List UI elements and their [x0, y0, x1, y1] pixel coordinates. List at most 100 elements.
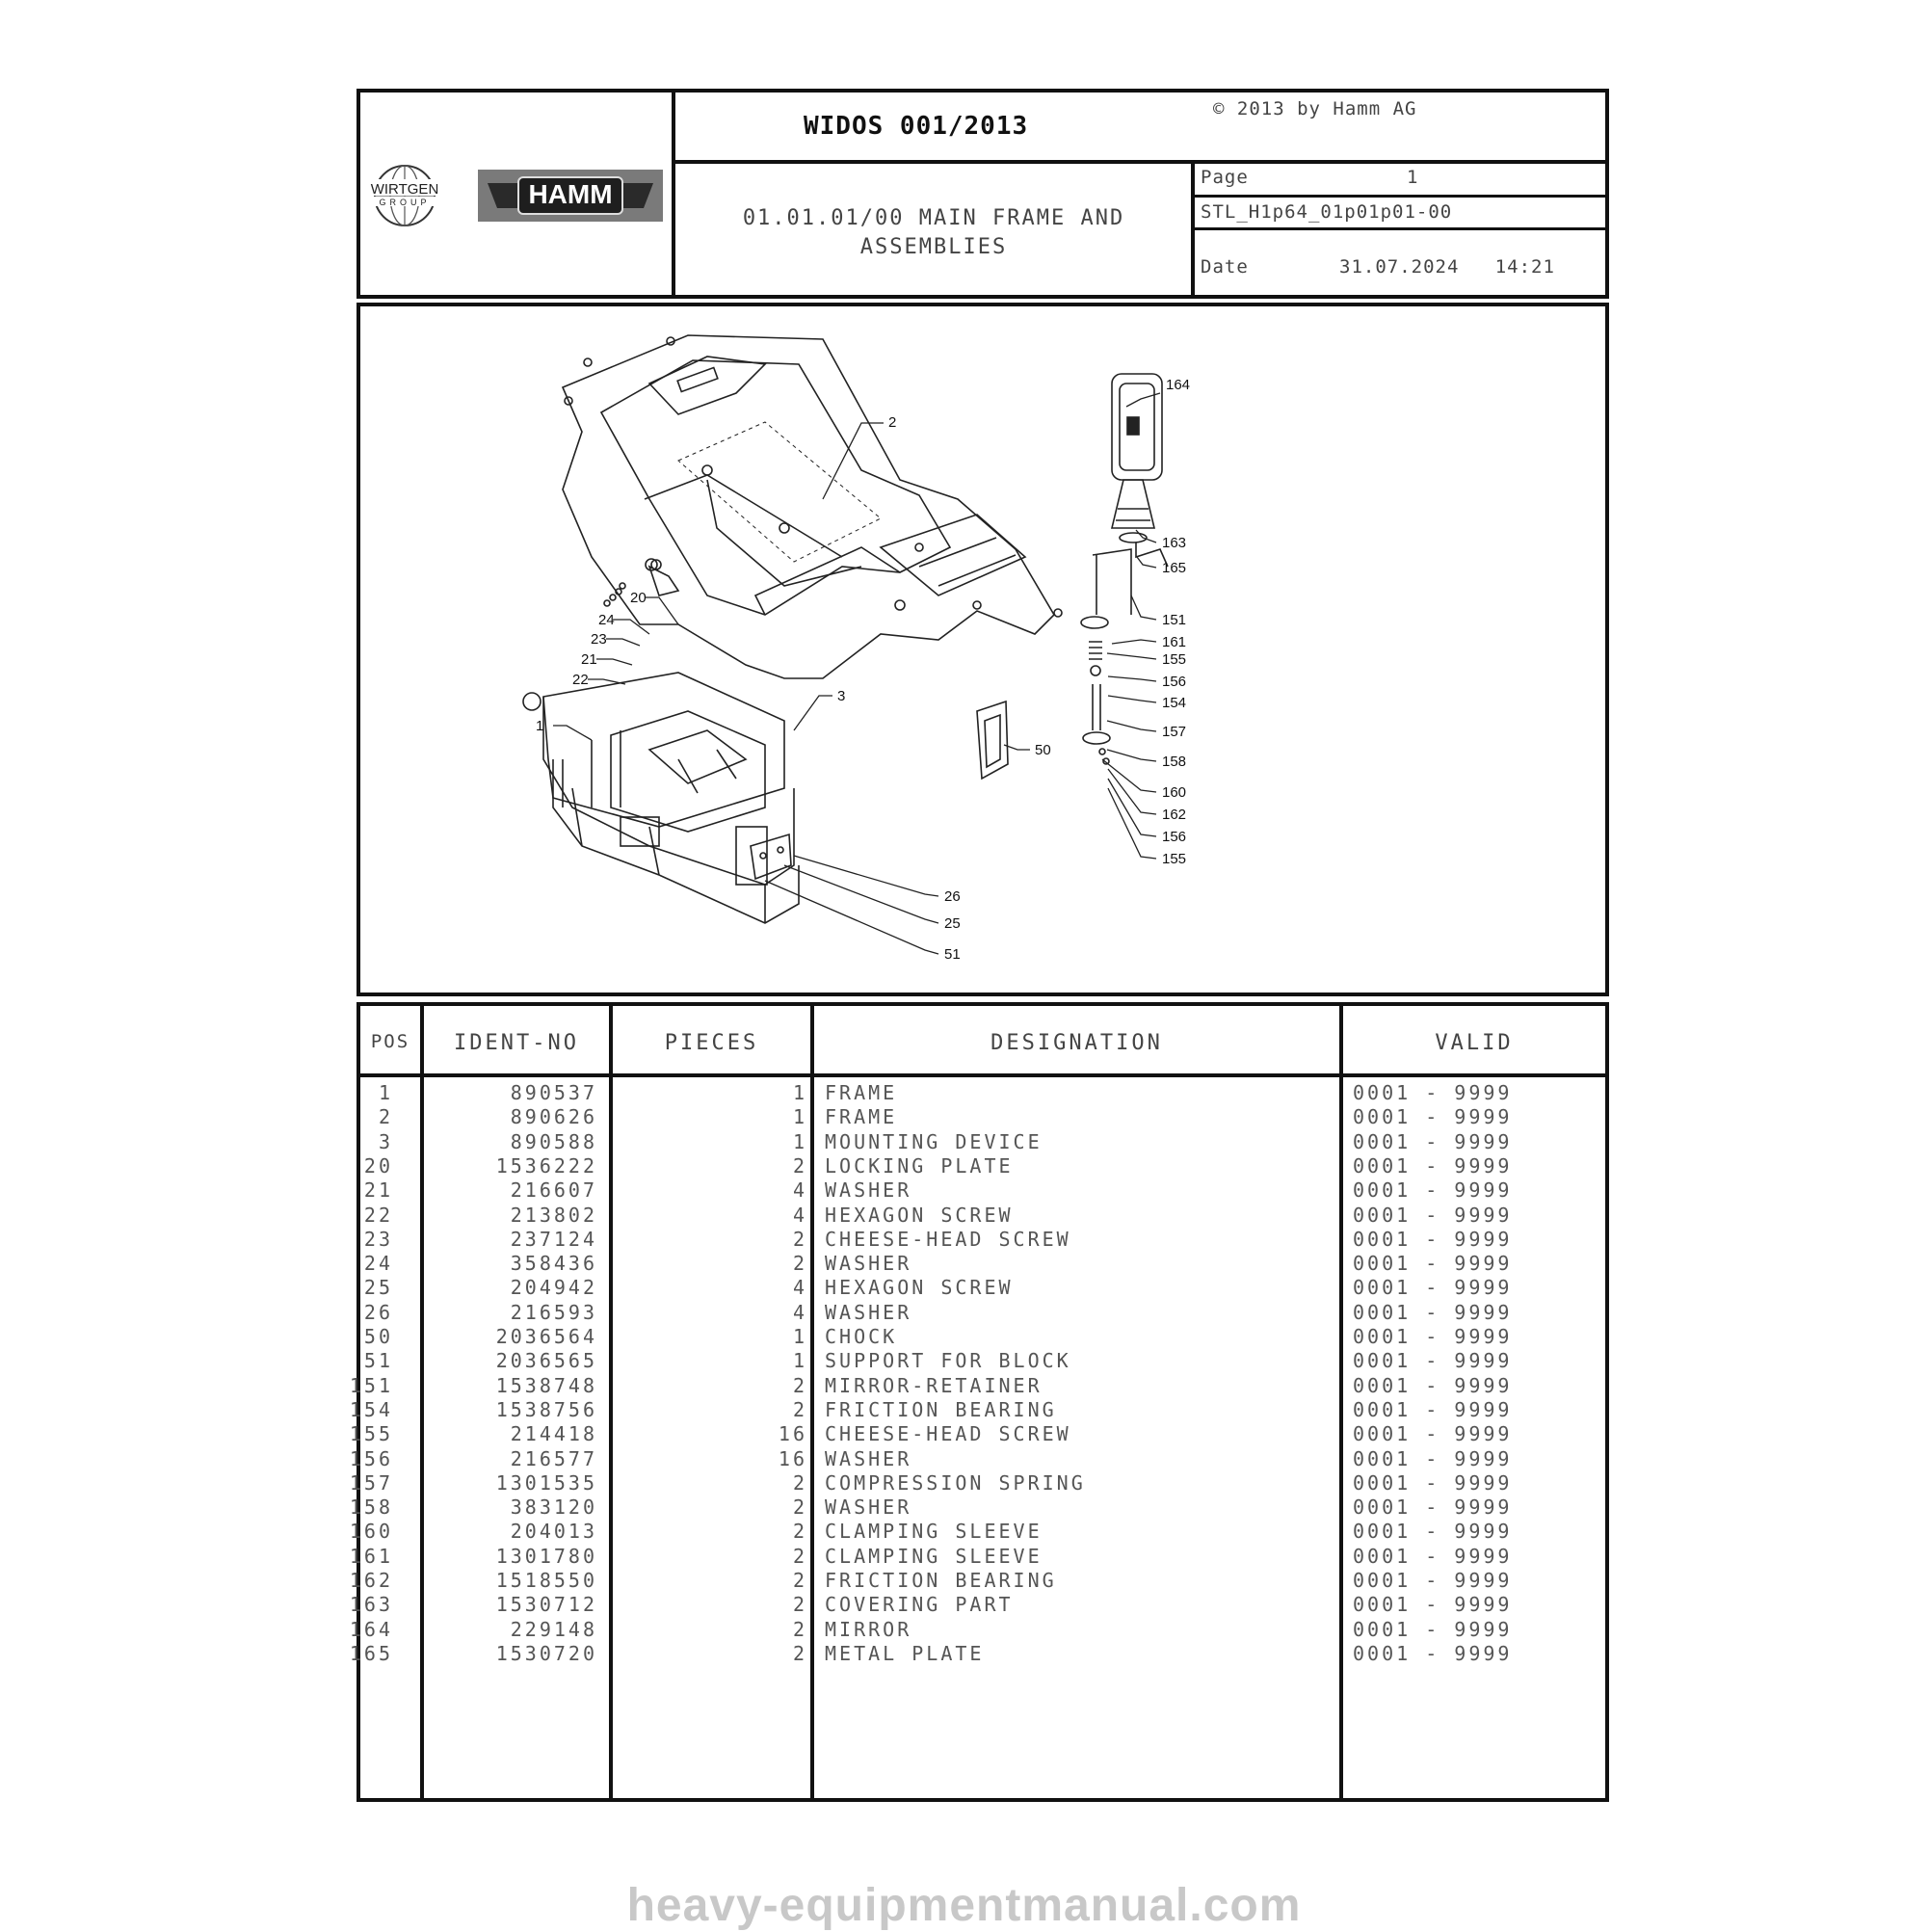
row-pos: 50 [363, 1325, 393, 1348]
row-pos: 21 [363, 1178, 393, 1203]
row-designation: WASHER [825, 1252, 912, 1276]
row-pieces: 1 [792, 1325, 807, 1348]
callout-21: 21 [581, 651, 597, 668]
row-pos: 1 [378, 1081, 393, 1104]
title-block: WIRTGEN GROUP HAMM WIDOS 001/2013 © 2013… [357, 89, 1609, 299]
row-valid: 0001 - 9999 [1353, 1397, 1513, 1421]
row-pos: 160 [349, 1520, 393, 1544]
row-designation: WASHER [825, 1495, 912, 1520]
row-designation: COMPRESSION SPRING [825, 1470, 1086, 1495]
row-pos: 161 [349, 1544, 393, 1568]
row-pieces: 4 [792, 1178, 807, 1203]
callout-151: 151 [1162, 612, 1186, 628]
row-ident-no: 1530712 [495, 1593, 597, 1617]
row-pieces: 1 [792, 1349, 807, 1373]
row-pieces: 2 [792, 1252, 807, 1276]
row-valid: 0001 - 9999 [1353, 1153, 1513, 1178]
callout-155b: 155 [1162, 851, 1186, 867]
row-valid: 0001 - 9999 [1353, 1373, 1513, 1397]
row-pieces: 1 [792, 1129, 807, 1153]
callout-23: 23 [591, 631, 607, 648]
row-pieces: 2 [792, 1495, 807, 1520]
row-pieces: 1 [792, 1081, 807, 1104]
column-divider [1339, 1006, 1343, 1798]
row-ident-no: 204942 [510, 1276, 597, 1300]
callout-25: 25 [944, 915, 961, 932]
row-ident-no: 216593 [510, 1300, 597, 1324]
row-valid: 0001 - 9999 [1353, 1520, 1513, 1544]
row-pos: 164 [349, 1617, 393, 1641]
row-designation: CHEESE-HEAD SCREW [825, 1422, 1071, 1446]
row-ident-no: 1538748 [495, 1373, 597, 1397]
row-valid: 0001 - 9999 [1353, 1470, 1513, 1495]
row-designation: COVERING PART [825, 1593, 1014, 1617]
row-valid: 0001 - 9999 [1353, 1129, 1513, 1153]
row-pos: 162 [349, 1569, 393, 1592]
callout-154: 154 [1162, 695, 1186, 711]
row-pos: 165 [349, 1641, 393, 1665]
row-pos: 158 [349, 1495, 393, 1520]
row-valid: 0001 - 9999 [1353, 1593, 1513, 1617]
row-ident-no: 2036565 [495, 1349, 597, 1373]
callout-51: 51 [944, 946, 961, 963]
copyright: © 2013 by Hamm AG [1213, 98, 1417, 119]
row-designation: HEXAGON SCREW [825, 1276, 1014, 1300]
row-valid: 0001 - 9999 [1353, 1252, 1513, 1276]
row-ident-no: 216607 [510, 1178, 597, 1203]
row-pos: 25 [363, 1276, 393, 1300]
column-header-designation: DESIGNATION [990, 1031, 1163, 1055]
row-valid: 0001 - 9999 [1353, 1641, 1513, 1665]
callout-165: 165 [1162, 560, 1186, 576]
mirror-assembly-drawing [1080, 373, 1169, 765]
row-designation: WASHER [825, 1300, 912, 1324]
row-valid: 0001 - 9999 [1353, 1569, 1513, 1592]
column-header-valid: VALID [1435, 1031, 1514, 1055]
divider [1191, 195, 1609, 198]
row-designation: LOCKING PLATE [825, 1153, 1014, 1178]
row-ident-no: 890537 [510, 1081, 597, 1104]
row-valid: 0001 - 9999 [1353, 1617, 1513, 1641]
table-row: 157 1301535 2 COMPRESSION SPRING 0001 - 9999 [350, 1470, 1613, 1495]
row-pieces: 4 [792, 1276, 807, 1300]
row-ident-no: 1538756 [495, 1397, 597, 1421]
callout-26: 26 [944, 888, 961, 905]
row-pieces: 2 [792, 1569, 807, 1592]
row-pos: 2 [378, 1105, 393, 1129]
row-pos: 163 [349, 1593, 393, 1617]
callout-160: 160 [1162, 784, 1186, 801]
page-number: 1 [1407, 167, 1418, 188]
row-valid: 0001 - 9999 [1353, 1276, 1513, 1300]
row-pos: 154 [349, 1397, 393, 1421]
column-header-ident-no: IDENT-NO [454, 1031, 579, 1055]
row-ident-no: 204013 [510, 1520, 597, 1544]
row-pieces: 2 [792, 1470, 807, 1495]
callout-163: 163 [1162, 535, 1186, 551]
page-title: WIDOS 001/2013 [804, 112, 1029, 141]
row-designation: WASHER [825, 1446, 912, 1470]
callout-22: 22 [572, 672, 589, 688]
row-valid: 0001 - 9999 [1353, 1178, 1513, 1203]
assembly-group-title: 01.01.01/00 MAIN FRAME AND ASSEMBLIES [742, 206, 1125, 259]
row-valid: 0001 - 9999 [1353, 1105, 1513, 1129]
row-pos: 157 [349, 1470, 393, 1495]
row-valid: 0001 - 9999 [1353, 1495, 1513, 1520]
row-ident-no: 1301535 [495, 1470, 597, 1495]
row-ident-no: 214418 [510, 1422, 597, 1446]
callout-24: 24 [598, 612, 615, 628]
hamm-logo: HAMM [478, 170, 663, 222]
row-pieces: 16 [778, 1446, 807, 1470]
row-pieces: 2 [792, 1397, 807, 1421]
row-pos: 3 [378, 1129, 393, 1153]
callout-157: 157 [1162, 724, 1186, 740]
callout-3: 3 [837, 688, 845, 704]
row-designation: MIRROR [825, 1617, 912, 1641]
row-pieces: 16 [778, 1422, 807, 1446]
